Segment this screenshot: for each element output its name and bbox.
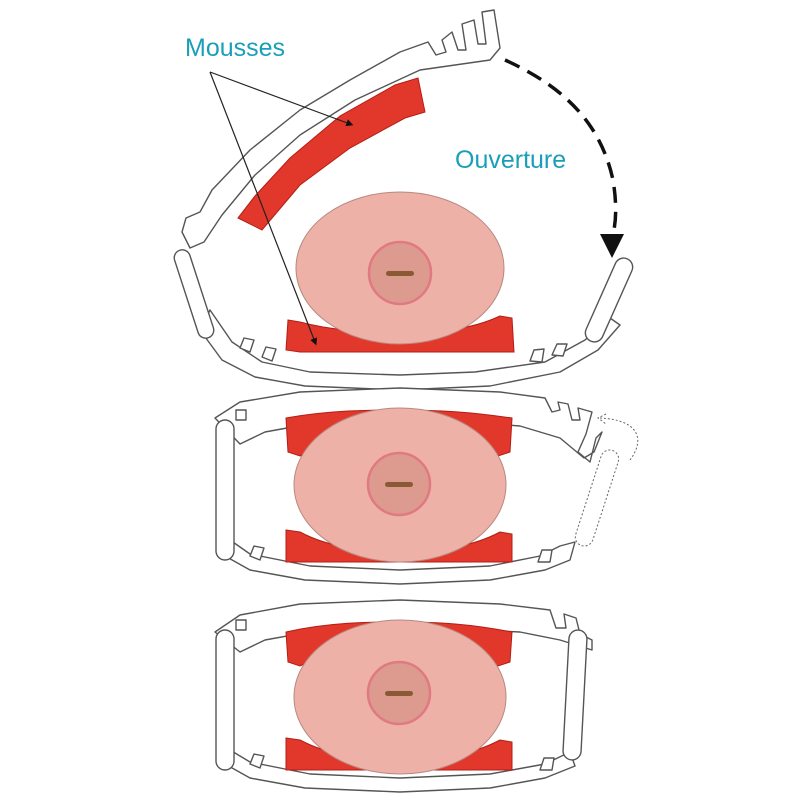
opening-arrow (504, 58, 618, 239)
strap-right (562, 629, 588, 761)
lower-tray (199, 309, 621, 391)
tray-notch (261, 346, 277, 362)
slit (385, 482, 413, 487)
slit (386, 271, 414, 276)
strap-right-ghost (574, 449, 620, 547)
slit (385, 691, 413, 696)
top-notch (235, 409, 247, 421)
shell-frame-lower (224, 539, 576, 585)
tray-notch (537, 549, 553, 563)
strap-return-arrowhead (597, 413, 607, 425)
panel-closing (214, 387, 639, 585)
strap-left (215, 629, 235, 771)
foam-upper-open (237, 77, 426, 231)
strap-right (584, 257, 634, 343)
tray-notch (529, 348, 545, 363)
tray-notch (539, 757, 555, 771)
tray-notch (239, 337, 255, 353)
tray-notch (551, 343, 568, 357)
label-opening: Ouverture (455, 146, 566, 174)
pointer-line-upper (209, 71, 354, 127)
upper-shell-open (181, 9, 501, 249)
tray-notch (249, 545, 265, 561)
top-notch (235, 619, 247, 631)
shell-frame-lower (224, 749, 576, 793)
tray-notch (249, 753, 265, 769)
strap-left (215, 419, 235, 561)
panel-opening: Mousses Ouverture (173, 9, 634, 391)
panel-closed (214, 599, 593, 793)
strap-return-arrow (599, 417, 639, 461)
label-foam: Mousses (185, 34, 285, 62)
pointer-line-lower (209, 71, 318, 346)
strap-left (173, 249, 215, 339)
opening-arrowhead (600, 234, 624, 258)
